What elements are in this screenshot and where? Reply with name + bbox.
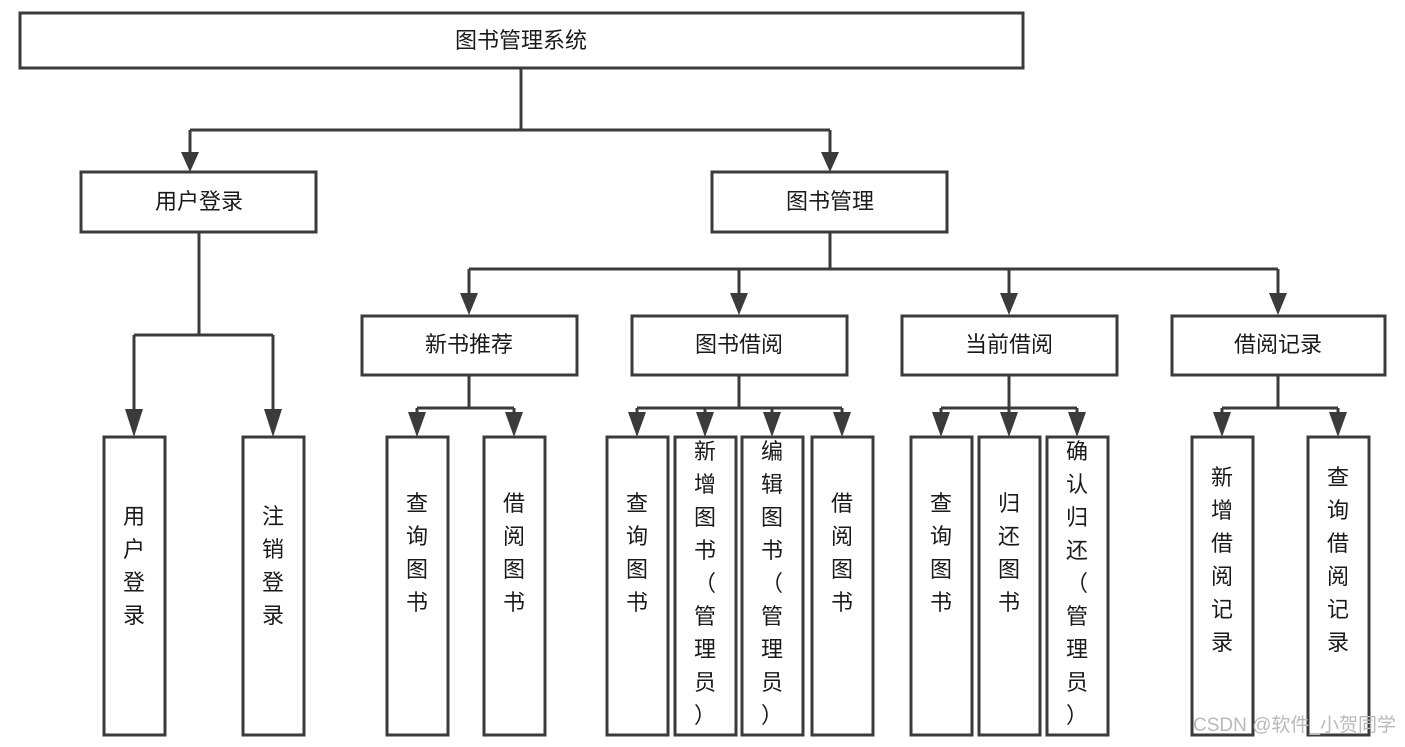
arrow-head-bookborrow-4	[833, 412, 851, 437]
leaf-box[interactable]	[605, 435, 670, 737]
leaf-box[interactable]	[810, 435, 875, 737]
arrow-head-level2-1	[181, 152, 199, 172]
arrow-head-borrowrecord-2	[1329, 412, 1347, 437]
node-new-book-recommend-box[interactable]	[360, 314, 579, 377]
node-book-management-box[interactable]	[710, 170, 949, 234]
node-book-management[interactable]: 图书管理	[710, 170, 949, 234]
node-current-borrow-box[interactable]	[900, 314, 1119, 377]
leaf-label: 查询图书	[930, 491, 952, 615]
leaf-box[interactable]	[482, 435, 547, 737]
node-borrow-record-label: 借阅记录	[1234, 332, 1322, 357]
arrow-head-currentborrow-3	[1068, 412, 1086, 437]
arrow-head-borrowrecord-1	[1213, 412, 1231, 437]
leaf-label: 新增图书（管理员）	[694, 439, 716, 728]
arrow-head-bookborrow-2	[696, 412, 714, 437]
arrow-head-currentborrow-1	[932, 412, 950, 437]
leaf-label: 新增借阅记录	[1211, 465, 1233, 655]
node-current-borrow-label: 当前借阅	[965, 332, 1053, 357]
arrow-head-userlogin-1	[125, 409, 143, 437]
leaf-book-borrow-3[interactable]: 编辑图书（管理员）	[740, 435, 805, 737]
arrow-head-currentborrow-2	[1000, 412, 1018, 437]
connector-group-borrowrecord-leaves	[1213, 375, 1347, 437]
leaf-new-book-recommend-2[interactable]: 借阅图书	[482, 435, 547, 737]
leaf-label: 用户登录	[123, 504, 145, 628]
node-new-book-recommend-label: 新书推荐	[425, 332, 513, 357]
leaf-box[interactable]	[1306, 435, 1371, 737]
node-book-borrow-box[interactable]	[630, 314, 849, 377]
arrow-head-bookborrow-3	[763, 412, 781, 437]
node-book-borrow[interactable]: 图书借阅	[630, 314, 849, 377]
node-root-label: 图书管理系统	[455, 28, 587, 53]
connector-group-newbook-leaves	[408, 375, 523, 437]
node-user-login-box[interactable]	[79, 170, 318, 234]
leaf-current-borrow-1[interactable]: 查询图书	[909, 435, 974, 737]
node-user-login[interactable]: 用户登录	[79, 170, 318, 234]
node-user-login-label: 用户登录	[155, 189, 243, 214]
node-new-book-recommend[interactable]: 新书推荐	[360, 314, 579, 377]
leaf-new-book-recommend-1[interactable]: 查询图书	[385, 435, 450, 737]
node-root-book-management-system[interactable]: 图书管理系统	[18, 11, 1025, 70]
leaf-label: 注销登录	[262, 504, 284, 628]
arrow-head-bookborrow-1	[628, 412, 646, 437]
leaf-label: 查询借阅记录	[1327, 465, 1349, 655]
node-current-borrow[interactable]: 当前借阅	[900, 314, 1119, 377]
leaf-borrow-record-1[interactable]: 新增借阅记录	[1190, 435, 1255, 737]
leaf-box[interactable]	[241, 435, 306, 737]
leaf-book-borrow-1[interactable]: 查询图书	[605, 435, 670, 737]
arrow-head-newbook-2	[505, 412, 523, 437]
csdn-watermark: CSDN @软件_小贺同学	[1193, 714, 1396, 736]
leaf-book-borrow-2[interactable]: 新增图书（管理员）	[673, 435, 738, 737]
leaf-label: 查询图书	[406, 491, 428, 615]
leaf-user-login-2[interactable]: 注销登录	[241, 435, 306, 737]
node-borrow-record-box[interactable]	[1170, 314, 1387, 377]
leaf-label: 确认归还（管理员）	[1066, 439, 1088, 728]
leaf-box[interactable]	[977, 435, 1042, 737]
arrow-head-level2-2	[821, 152, 839, 172]
connector-group-root-to-level2	[181, 68, 839, 172]
arrow-head-level3-1	[460, 293, 478, 315]
leaf-box[interactable]	[385, 435, 450, 737]
leaf-label: 归还图书	[998, 491, 1020, 615]
arrow-head-userlogin-2	[264, 409, 282, 437]
leaf-label: 借阅图书	[503, 491, 525, 615]
node-book-borrow-label: 图书借阅	[695, 332, 783, 357]
node-book-management-label: 图书管理	[786, 189, 874, 214]
leaf-book-borrow-4[interactable]: 借阅图书	[810, 435, 875, 737]
leaf-current-borrow-3[interactable]: 确认归还（管理员）	[1045, 435, 1110, 737]
leaf-label: 编辑图书（管理员）	[761, 439, 783, 728]
leaf-box[interactable]	[1045, 435, 1110, 737]
leaf-box[interactable]	[673, 435, 738, 737]
connector-group-currentborrow-leaves	[932, 375, 1086, 437]
node-borrow-record[interactable]: 借阅记录	[1170, 314, 1387, 377]
node-root-box[interactable]	[18, 11, 1025, 70]
leaf-box[interactable]	[1190, 435, 1255, 737]
leaf-label: 借阅图书	[831, 491, 853, 615]
arrow-head-level3-2	[730, 293, 748, 315]
leaf-borrow-record-2[interactable]: 查询借阅记录	[1306, 435, 1371, 737]
leaf-user-login-1[interactable]: 用户登录	[102, 435, 167, 737]
leaf-current-borrow-2[interactable]: 归还图书	[977, 435, 1042, 737]
leaf-box[interactable]	[102, 435, 167, 737]
connector-group-booksys-to-level3	[460, 232, 1287, 315]
connector-group-bookborrow-leaves	[628, 375, 851, 437]
arrow-head-level3-3	[1000, 293, 1018, 315]
leaf-box[interactable]	[740, 435, 805, 737]
leaf-box[interactable]	[909, 435, 974, 737]
connector-group-userlogin-leaves	[125, 232, 282, 437]
leaf-label: 查询图书	[626, 491, 648, 615]
arrow-head-newbook-1	[408, 412, 426, 437]
arrow-head-level3-4	[1269, 293, 1287, 315]
